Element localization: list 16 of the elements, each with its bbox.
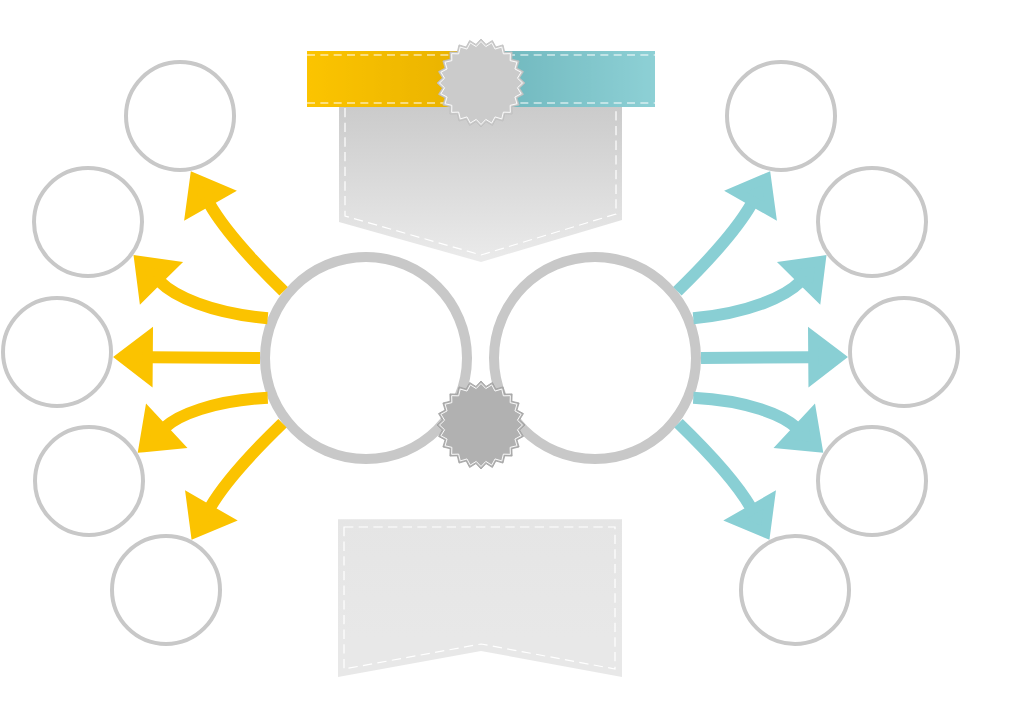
seal — [436, 380, 526, 470]
small-circle — [110, 534, 222, 646]
small-circle — [124, 60, 236, 172]
small-circle — [32, 166, 144, 278]
small-circle — [816, 166, 928, 278]
banner — [344, 107, 617, 256]
seal — [436, 38, 526, 128]
large-circle — [260, 252, 472, 464]
banner — [343, 526, 616, 670]
small-circle — [816, 425, 928, 537]
small-circle — [1, 296, 113, 408]
small-circle — [739, 534, 851, 646]
large-circle — [489, 252, 701, 464]
small-circle — [725, 60, 837, 172]
small-circle — [848, 296, 960, 408]
small-circle — [33, 425, 145, 537]
